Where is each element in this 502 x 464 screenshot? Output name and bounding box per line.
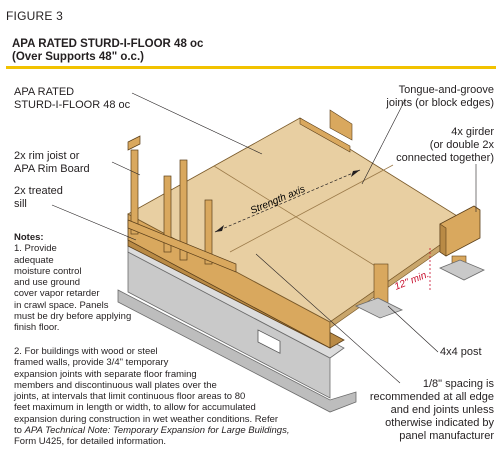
note-1-line-2: adequate bbox=[14, 254, 54, 266]
strength-axis-arrow-left bbox=[215, 225, 224, 232]
notes-heading: Notes: bbox=[14, 232, 44, 243]
callout-spacing: 1/8" spacing is recommended at all edge … bbox=[370, 378, 494, 443]
title-rule bbox=[6, 66, 496, 69]
callout-sill-line1: 2x treated bbox=[14, 185, 63, 197]
note-2-block: 2. For buildings with wood or steel fram… bbox=[14, 346, 344, 448]
note-1-line-3: moisture control bbox=[14, 265, 82, 277]
figure-title: APA RATED STURD-I-FLOOR 48 oc bbox=[12, 38, 204, 50]
callout-tongue-line2: joints (or block edges) bbox=[386, 97, 494, 109]
note-2-line-4: members and discontinuous wall plates ov… bbox=[14, 379, 217, 391]
note-2-line-9: Form U425, for detailed information. bbox=[14, 436, 167, 448]
callout-rim-joist: 2x rim joist or APA Rim Board bbox=[14, 150, 90, 176]
callout-panel: APA RATED STURD-I-FLOOR 48 oc bbox=[14, 86, 130, 112]
wall-top-plate bbox=[127, 135, 141, 151]
callout-spacing-line2: recommended at all edge bbox=[369, 391, 494, 403]
callout-tongue-line1: Tongue-and-groove bbox=[398, 84, 494, 96]
note-2-line-8: to APA Technical Note: Temporary Expansi… bbox=[14, 425, 344, 436]
note-1-line-8: finish floor. bbox=[14, 322, 60, 334]
leader-post bbox=[387, 305, 439, 353]
notes-block: Notes: 1. Provide adequate moisture cont… bbox=[14, 232, 154, 334]
figure-label: FIGURE 3 bbox=[6, 9, 63, 23]
callout-girder-line1: 4x girder bbox=[451, 126, 494, 138]
callout-girder-line2: (or double 2x bbox=[429, 139, 494, 151]
wall-bottom-plate bbox=[127, 219, 237, 273]
note-1-line-1: 1. Provide bbox=[14, 243, 57, 255]
wall-stud-1 bbox=[130, 149, 139, 235]
leader-tongue bbox=[361, 99, 406, 185]
girder-end bbox=[439, 223, 447, 257]
panel-joint-line bbox=[213, 165, 386, 273]
callout-sill-line2: sill bbox=[14, 198, 27, 210]
leader-rim bbox=[111, 161, 141, 176]
wall-stud-2 bbox=[163, 175, 172, 253]
post-center bbox=[373, 263, 389, 305]
leader-panel bbox=[131, 92, 263, 155]
panel-joint-line-2 bbox=[229, 164, 394, 253]
leader-spacing bbox=[255, 253, 401, 384]
back-joist-2 bbox=[329, 109, 353, 141]
note-1-line-6: in crawl space. Panels bbox=[14, 299, 109, 311]
note-2-line-1: 2. For buildings with wood or steel bbox=[14, 346, 158, 357]
strength-axis-arrow-right bbox=[351, 170, 360, 177]
leader-sill bbox=[51, 204, 137, 241]
note-2-line-7: expansion during construction in wet wea… bbox=[14, 413, 279, 425]
callout-girder-line3: connected together) bbox=[396, 152, 494, 164]
callout-panel-line2: STURD-I-FLOOR 48 oc bbox=[14, 99, 131, 111]
note-1-line-4: and use ground bbox=[14, 277, 81, 289]
wall-stud-3 bbox=[179, 159, 188, 261]
footing bbox=[117, 289, 357, 413]
back-joist bbox=[299, 117, 351, 153]
note-2-ref-title: APA Technical Note: Temporary Expansion … bbox=[24, 425, 290, 437]
figure-subtitle: (Over Supports 48" o.c.) bbox=[12, 51, 144, 63]
post-pier-right bbox=[439, 259, 485, 281]
note-2-ref-prefix: to bbox=[14, 425, 25, 437]
note-2-line-2: framed walls, provide 3/4" temporary bbox=[14, 357, 169, 369]
note-2-line-6: feet maximum in length or width, to allo… bbox=[14, 402, 256, 414]
callout-tongue-groove: Tongue-and-groove joints (or block edges… bbox=[386, 84, 494, 110]
callout-spacing-line5: panel manufacturer bbox=[399, 430, 494, 442]
post-pier-center bbox=[354, 297, 404, 319]
callout-post: 4x4 post bbox=[440, 346, 482, 358]
callout-spacing-line3: and end joints unless bbox=[390, 404, 494, 416]
callout-spacing-line4: otherwise indicated by bbox=[385, 417, 494, 429]
callout-rim-line2: APA Rim Board bbox=[14, 163, 90, 175]
note-1-line-7: must be dry before applying bbox=[14, 311, 132, 323]
foundation-vent bbox=[257, 329, 281, 354]
note-1-line-5: cover vapor retarder bbox=[14, 288, 100, 300]
callout-spacing-line1: 1/8" spacing is bbox=[422, 378, 494, 390]
callout-girder: 4x girder (or double 2x connected togeth… bbox=[396, 126, 494, 165]
note-2-line-5: joints, at intervals that limit continuo… bbox=[14, 391, 246, 403]
strength-axis-line bbox=[214, 169, 361, 233]
callout-sill: 2x treated sill bbox=[14, 185, 63, 211]
callout-panel-line1: APA RATED bbox=[14, 86, 75, 98]
wall-stud-4 bbox=[204, 199, 213, 265]
note-2-line-3: expansion joints with separate floor fra… bbox=[14, 368, 197, 380]
callout-rim-line1: 2x rim joist or bbox=[14, 150, 80, 162]
